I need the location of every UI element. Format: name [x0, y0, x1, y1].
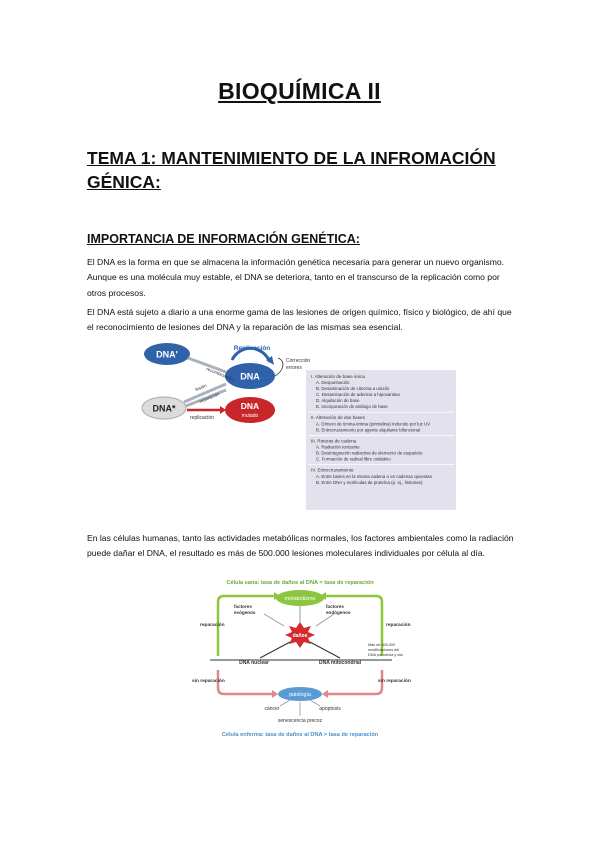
section-heading: IMPORTANCIA DE INFORMACIÓN GENÉTICA:	[87, 232, 360, 246]
dna-node	[225, 363, 275, 389]
paragraph-3: En las células humanas, tanto las activi…	[87, 533, 514, 559]
dna-prime-node	[144, 343, 190, 365]
factores-endogenos-label-2: endógenos	[326, 610, 351, 615]
patologia-label: patología	[289, 692, 311, 698]
correccion-label-2: errores	[286, 365, 302, 371]
modificaciones-label-2: modificaciones del	[368, 648, 399, 652]
lesion-item: B. Entrecruzamiento por agente alquilant…	[316, 427, 420, 432]
dna-mutado-node	[225, 397, 275, 423]
paragraph-1: El DNA es la forma en que se almacena la…	[87, 257, 505, 298]
reparacion-right-label: reparación	[386, 622, 411, 628]
tema-heading: TEMA 1: MANTENIMIENTO DE LA INFROMACIÓN …	[87, 148, 496, 192]
lesion-category-heading: III. Roturas de cadena	[311, 438, 357, 443]
lesion-category-heading: IV. Entrecruzamiento	[311, 468, 354, 473]
document-title: BIOQUÍMICA II	[218, 78, 381, 104]
reparacion-left-label: reparación	[200, 622, 225, 628]
dna-star-node	[141, 396, 187, 420]
replication-arrow	[230, 346, 272, 363]
paragraph-2: El DNA está sujeto a diario a una enorme…	[87, 307, 512, 333]
lesion-item: C. Desaminación de adenina a hipoxantina	[316, 392, 400, 397]
lesion-item: B. Entre DNA y moléculas de proteína (p.…	[316, 480, 423, 485]
cancer-label: cáncer	[264, 706, 279, 712]
lesion-item: A. Dímero de timina-timina (pirimidina) …	[316, 421, 430, 426]
sin-reparacion-left-label: sin reparación	[192, 678, 225, 684]
factores-exogenos-label-2: exógenos	[234, 610, 256, 615]
replicacion-bottom-label: replicación	[190, 415, 214, 421]
lesion-item: B. Desintegración radiactiva de elemento…	[316, 451, 423, 456]
dna-star-label: DNA*	[152, 404, 175, 414]
reparacion-arrow	[185, 388, 227, 408]
healthy-cell-caption: Célula sana: tasa de daños al DNA = tasa…	[226, 580, 374, 586]
lesion-item: A. Entre bases en la misma cadena o en c…	[316, 474, 433, 479]
dna-damage-figure: Célula sana: tasa de daños al DNA = tasa…	[192, 580, 411, 738]
lesion-types-box	[306, 370, 456, 510]
danos-label: daños	[293, 633, 308, 639]
lesion-item: E. Incorporación de análogo de base	[316, 404, 388, 409]
lesion-item: A. Radiación ionizante	[316, 445, 360, 450]
dna-label: DNA	[240, 372, 260, 382]
dna-mutado-label-2: mutado	[242, 413, 259, 419]
dna-mutado-label-1: DNA	[241, 401, 259, 411]
diseased-cell-caption: Célula enferma: tasa de daños al DNA > t…	[222, 732, 379, 738]
metabolismo-label: metabolismo	[284, 596, 315, 602]
modificaciones-label-3: DNA por célula y día	[368, 653, 403, 657]
correccion-label-1: Corrección	[286, 358, 310, 364]
lesion-category-heading: II. Alteración de dos bases	[311, 415, 366, 420]
factores-exogenos-label-1: factores	[234, 604, 252, 609]
dna-prime-label: DNA'	[156, 350, 178, 360]
replicacion-top-label: Replicación	[234, 345, 271, 352]
sin-reparacion-right-label: sin reparación	[378, 678, 411, 684]
modificaciones-label-1: Más de 500.000	[368, 643, 395, 647]
lesion-item: C. Formación de radical libre oxidativo	[316, 457, 391, 462]
apoptosis-label: apoptosis	[319, 706, 341, 712]
lesion-category-heading: I. Alteración de base única	[311, 374, 365, 379]
lesion-item: B. Desaminación de citocina a uracilo	[316, 386, 390, 391]
lesion-item: D. Alquilación de base	[316, 398, 360, 403]
lesion-label: lesión	[195, 383, 208, 392]
senescencia-label: senescencia precoz	[278, 718, 323, 724]
recombinacion-arrow	[187, 356, 227, 374]
factores-endogenos-label-1: factores	[326, 604, 344, 609]
patologia-node	[278, 687, 322, 701]
lesion-arrow	[183, 382, 227, 404]
danos-starburst	[285, 622, 315, 648]
dna-mitocondrial-label: DNA mitocondrial	[319, 660, 362, 666]
dna-nuclear-label: DNA nuclear	[239, 660, 269, 666]
dna-lesion-figure: DNA' DNA DNA* DNA mutado Replicación rec…	[141, 343, 456, 510]
metabolismo-node	[276, 590, 324, 606]
lesion-item: A. Despurinación	[316, 380, 350, 385]
